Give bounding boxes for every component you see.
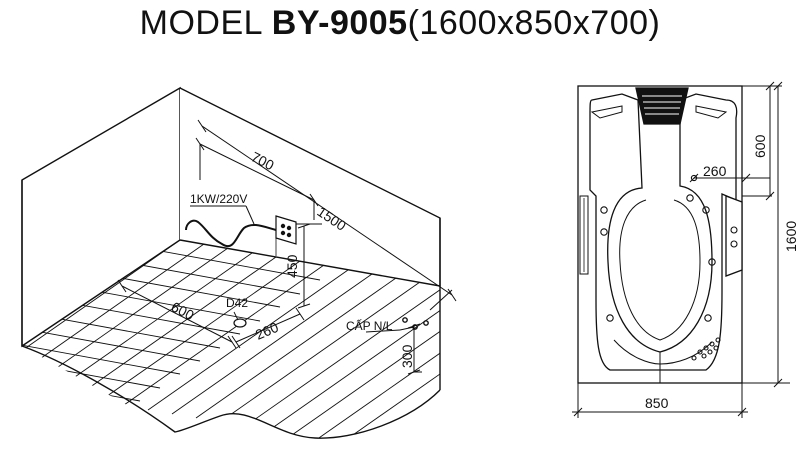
dimension-floor-600: [117, 279, 237, 349]
title-prefix: MODEL: [139, 4, 262, 42]
dimension-floor-260: [231, 307, 305, 349]
dimension-700: [195, 137, 319, 207]
model-title: MODEL BY-9005(1600x850x700): [0, 4, 800, 43]
plan-dim-600-label: 600: [752, 134, 768, 158]
dim-450-label: 450: [284, 254, 300, 278]
drain-hole: [233, 311, 247, 328]
dimension-1500: [197, 119, 457, 302]
dimension-300: [407, 323, 422, 375]
dim-floor-260-label: 260: [253, 319, 281, 343]
plan-dim-260-label: 260: [703, 163, 727, 179]
plan-dimension-260: [689, 173, 770, 183]
left-wall: [21, 86, 181, 348]
title-size: (1600x850x700): [407, 4, 661, 42]
plan-dimension-600: [742, 81, 782, 201]
bathtub-plan-view: [572, 81, 790, 418]
dim-floor-600-label: 600: [169, 298, 197, 323]
power-cable: [185, 219, 277, 247]
dimension-450: [296, 223, 322, 309]
plan-dimension-1600: [742, 81, 790, 388]
control-panel: [725, 195, 743, 277]
massage-jets: [600, 174, 738, 361]
title-model: BY-9005: [271, 4, 408, 42]
room-isometric-view: [21, 86, 457, 439]
plan-dim-850-label: 850: [645, 395, 669, 411]
heater-label: 1KW/220V: [190, 192, 247, 206]
water-supply-points: [365, 317, 429, 333]
tub-inner-rim: [589, 93, 738, 371]
back-wall: [179, 87, 441, 287]
left-side-panel: [579, 195, 589, 275]
plan-dimension-850: [572, 383, 748, 418]
headrest-pillow: [635, 87, 689, 125]
plan-dim-1600-label: 1600: [783, 221, 799, 252]
supply-label: CẤP N/L: [346, 318, 393, 333]
floor-outline: [21, 345, 441, 439]
drain-label: D42: [226, 296, 248, 310]
heater-junction-box: [275, 215, 297, 256]
dim-300-label: 300: [399, 344, 415, 368]
